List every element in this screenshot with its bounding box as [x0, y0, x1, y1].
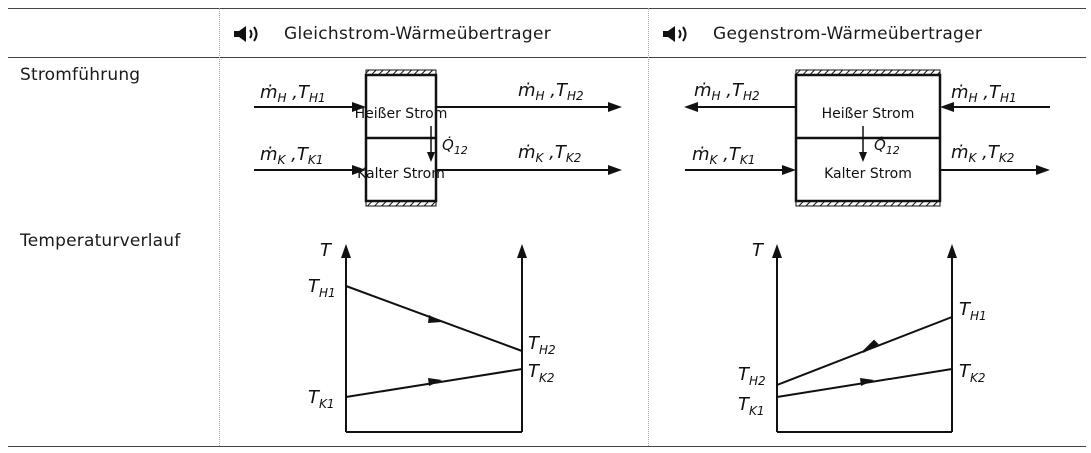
inlet-cold-label: ṁK ,TK1 [692, 144, 755, 167]
table-top-rule [8, 8, 1086, 9]
cold-stream-label: Kalter Strom [824, 166, 912, 182]
outlet-hot-label: ṁH ,TH2 [694, 80, 760, 103]
row-label-stromfuehrung: Stromführung [20, 65, 141, 85]
label-tk1: TK1 [738, 394, 765, 418]
label-th1: TH1 [308, 276, 336, 300]
speaker-icon[interactable] [232, 24, 262, 44]
temperature-plot-gleichstrom: T TH1 TK1 TH2 TK2 [308, 240, 556, 433]
label-th1: TH1 [959, 299, 987, 323]
row-label-temperaturverlauf: Temperaturverlauf [20, 231, 181, 251]
axis-label-t: T [752, 240, 765, 261]
exchanger-gegenstrom: Heißer Strom Kalter Strom Q̇12 ṁH ,TH2 ṁ… [684, 69, 1050, 207]
label-tk2: TK2 [959, 361, 986, 385]
temperature-plot-gegenstrom: T TH2 TK1 TH1 TK2 [738, 240, 987, 433]
column-title-gegenstrom: Gegenstrom-Wärmeübertrager [713, 24, 983, 44]
label-tk1: TK1 [308, 387, 335, 411]
hot-stream-label: Heißer Strom [355, 106, 448, 122]
hot-stream-label: Heißer Strom [822, 106, 915, 122]
table-header-rule [8, 57, 1086, 58]
inlet-cold-label: ṁK ,TK1 [260, 144, 323, 167]
cold-stream-label: Kalter Strom [357, 166, 445, 182]
label-tk2: TK2 [528, 361, 555, 385]
label-th2: TH2 [528, 333, 556, 357]
outlet-cold-label: ṁK ,TK2 [518, 142, 581, 165]
column-divider [219, 8, 220, 446]
heat-flow-label: Q̇12 [442, 135, 468, 157]
table-bottom-rule [8, 446, 1086, 447]
heat-flow-label: Q̇12 [874, 135, 900, 157]
column-header-gleichstrom: Gleichstrom-Wärmeübertrager [232, 18, 551, 50]
label-th2: TH2 [738, 364, 766, 388]
axis-label-t: T [320, 240, 333, 261]
column-header-gegenstrom: Gegenstrom-Wärmeübertrager [661, 18, 982, 50]
inlet-hot-label: ṁH ,TH1 [951, 82, 1017, 105]
exchanger-gleichstrom: Heißer Strom Kalter Strom Q̇12 ṁH ,TH1 ṁ… [254, 69, 622, 207]
column-divider [648, 8, 649, 446]
speaker-icon[interactable] [661, 24, 691, 44]
column-title-gleichstrom: Gleichstrom-Wärmeübertrager [284, 24, 552, 44]
heat-flow-arrowhead [427, 152, 435, 162]
outlet-cold-label: ṁK ,TK2 [951, 142, 1014, 165]
outlet-hot-label: ṁH ,TH2 [518, 80, 584, 103]
heat-flow-arrowhead [859, 152, 867, 162]
inlet-hot-label: ṁH ,TH1 [260, 82, 326, 105]
